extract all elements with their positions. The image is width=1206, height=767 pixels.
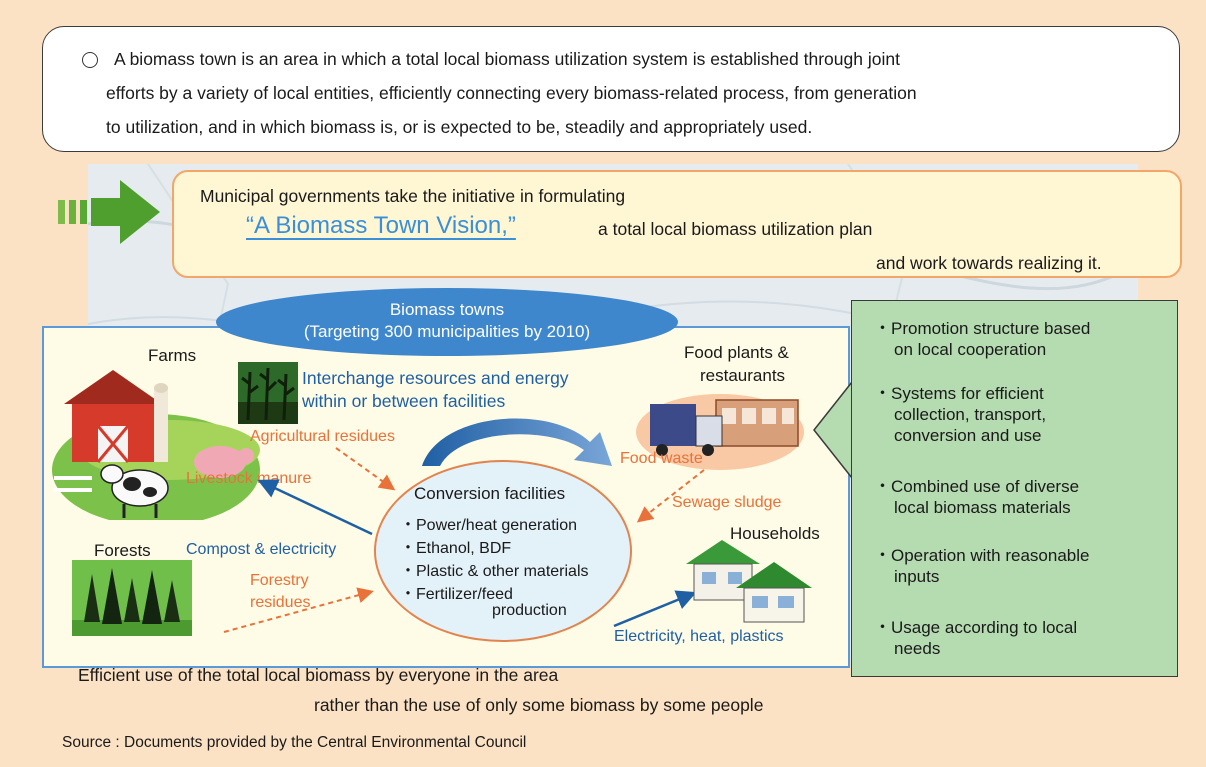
initiative-line-1: Municipal governments take the initiativ… — [200, 186, 626, 206]
interchange-line-1: Interchange resources and energy — [302, 368, 569, 388]
feature-3-line-2: local biomass materials — [894, 498, 1071, 517]
initiative-line-3: and work towards realizing it. — [876, 253, 1102, 273]
forest-illustration — [72, 560, 192, 636]
feature-5-line-2: needs — [894, 639, 941, 658]
food-plants-label-1: Food plants & — [684, 343, 789, 362]
definition-line-2: efforts by a variety of local entities, … — [106, 83, 917, 103]
sewage-sludge-arrow — [636, 469, 705, 523]
feature-2: ・Systems for efficient collection, trans… — [874, 383, 1046, 446]
food-plants-label-2: restaurants — [700, 366, 786, 385]
feature-2-line-1: ・Systems for efficient — [874, 384, 1044, 403]
conversion-item-2: ・Ethanol, BDF — [400, 540, 512, 557]
feature-5-line-1: ・Usage according to local — [874, 618, 1078, 637]
feature-4-line-1: ・Operation with reasonable — [874, 546, 1090, 565]
feature-2-line-3: conversion and use — [894, 426, 1042, 445]
banner-title: Biomass towns — [389, 300, 505, 319]
circle-bullet-icon — [82, 52, 98, 68]
forests-label: Forests — [94, 541, 151, 560]
feature-1-line-1: ・Promotion structure based — [874, 319, 1091, 338]
vision-description: a total local biomass utilization plan — [598, 219, 873, 239]
households-illustration — [686, 540, 812, 623]
crops-icon — [238, 362, 298, 424]
footer-line-1: Efficient use of the total local biomass… — [78, 665, 559, 685]
electricity-heat-plastics-label: Electricity, heat, plastics — [614, 628, 784, 645]
interchange-arrow-icon — [422, 418, 612, 466]
definition-line-1: A biomass town is an area in which a tot… — [114, 49, 900, 69]
initiative-box — [172, 170, 1182, 278]
compost-electricity-label: Compost & electricity — [186, 541, 337, 558]
food-plant-illustration — [636, 394, 804, 470]
vision-title: “A Biomass Town Vision,” — [246, 212, 516, 239]
feature-5: ・Usage according to local needs — [874, 617, 1077, 659]
food-waste-label: Food waste — [620, 450, 703, 467]
feature-2-line-2: collection, transport, — [894, 405, 1047, 424]
callout-pointer — [813, 380, 856, 480]
households-label: Households — [730, 524, 820, 543]
sewage-sludge-label: Sewage sludge — [672, 494, 782, 511]
conversion-item-3: ・Plastic & other materials — [400, 563, 589, 580]
feature-4-line-2: inputs — [894, 567, 940, 586]
source-note: Source : Documents provided by the Centr… — [62, 734, 527, 751]
feature-1-line-2: on local cooperation — [894, 340, 1047, 359]
feature-3: ・Combined use of diverse local biomass m… — [874, 476, 1079, 518]
agricultural-residues-label: Agricultural residues — [250, 428, 395, 445]
conversion-item-4: ・Fertilizer/feed — [400, 586, 513, 603]
features-box — [851, 300, 1178, 677]
definition-line-3: to utilization, and in which biomass is,… — [106, 117, 813, 137]
definition-box — [42, 26, 1180, 152]
electricity-heat-arrow — [613, 590, 697, 628]
forestry-residues-arrow — [223, 587, 374, 633]
conversion-item-1: ・Power/heat generation — [400, 517, 578, 534]
conversion-item-4-cont: production — [492, 602, 567, 619]
forestry-residues-label-1: Forestry — [250, 572, 309, 589]
conversion-facilities-node — [374, 460, 632, 642]
feature-3-line-1: ・Combined use of diverse — [874, 477, 1080, 496]
feature-4: ・Operation with reasonable inputs — [874, 545, 1089, 587]
feature-1: ・Promotion structure based on local coop… — [874, 318, 1090, 360]
farms-label: Farms — [148, 346, 197, 365]
interchange-line-2: within or between facilities — [302, 391, 506, 411]
footer-line-2: rather than the use of only some biomass… — [314, 695, 764, 715]
farm-illustration — [52, 370, 260, 520]
green-arrow-icon — [58, 180, 160, 244]
conversion-title: Conversion facilities — [414, 484, 566, 503]
biomass-towns-banner — [216, 288, 678, 356]
agricultural-residues-arrow — [335, 447, 396, 491]
forestry-residues-label-2: residues — [250, 594, 311, 611]
banner-subtitle: (Targeting 300 municipalities by 2010) — [303, 322, 591, 341]
compost-electricity-arrow — [257, 479, 373, 536]
livestock-manure-label: Livestock manure — [186, 470, 312, 487]
